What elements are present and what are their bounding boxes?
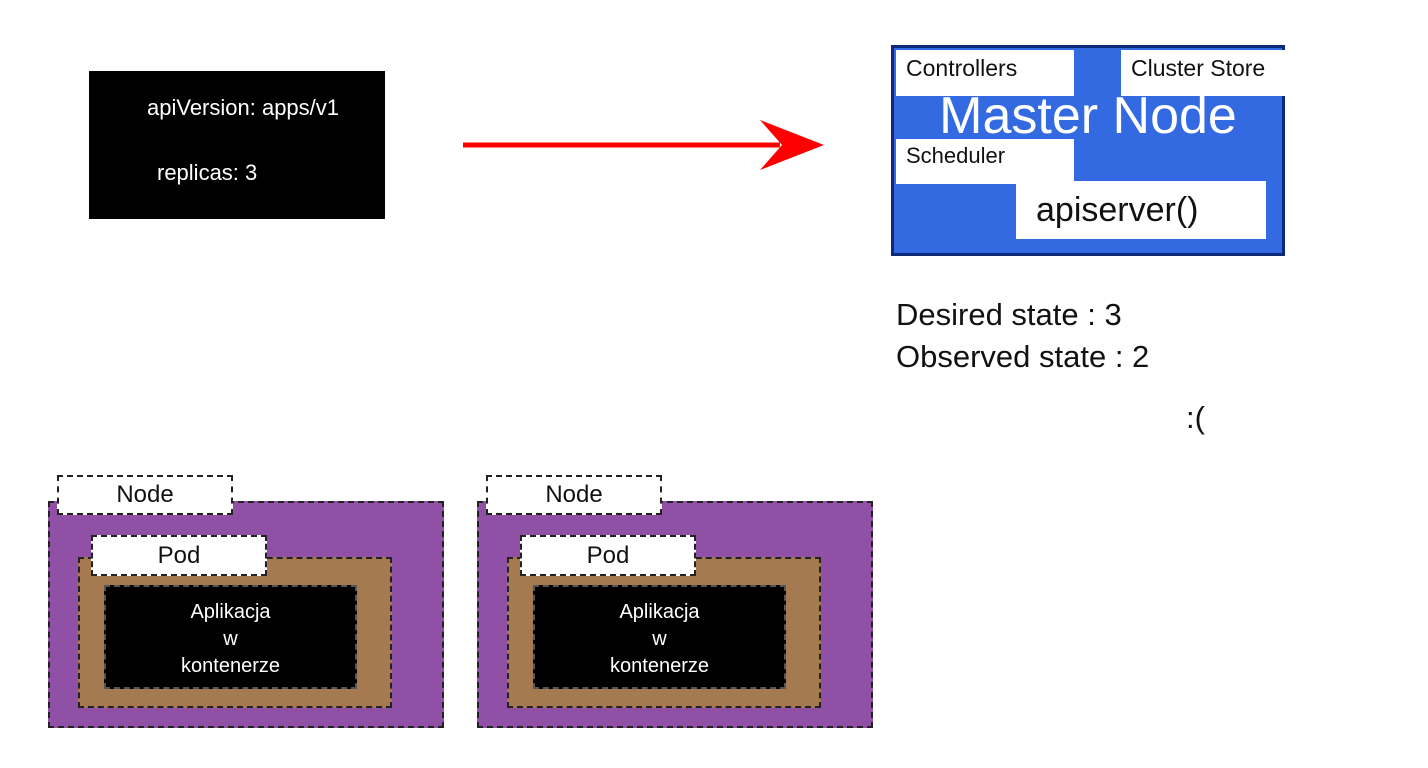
master-node-title: Master Node xyxy=(939,87,1237,145)
app-line-3: kontenerze xyxy=(181,655,280,677)
app-line-1: Aplikacja xyxy=(190,601,271,623)
arrow-head xyxy=(760,120,824,170)
observed-state: Observed state : 2 xyxy=(896,339,1150,374)
pod-label: Pod xyxy=(520,535,696,576)
master-node: Controllers Cluster Store Master Node Sc… xyxy=(891,45,1301,256)
worker-node-1: Node Pod Aplikacja w kontenerze xyxy=(48,475,444,728)
app-container: Aplikacja w kontenerze xyxy=(104,585,357,689)
manifest-box: apiVersion: apps/v1 replicas: 3 xyxy=(89,71,385,219)
replicas-text: replicas: 3 xyxy=(157,160,258,185)
node-label: Node xyxy=(486,475,662,515)
app-line-2: w xyxy=(223,628,238,650)
app-line-3: kontenerze xyxy=(610,655,709,677)
api-version-text: apiVersion: apps/v1 xyxy=(147,95,340,120)
desired-state: Desired state : 3 xyxy=(896,297,1122,332)
app-line-1: Aplikacja xyxy=(619,601,700,623)
worker-node-2: Node Pod Aplikacja w kontenerze xyxy=(477,475,873,728)
scheduler-label: Scheduler xyxy=(896,139,1074,184)
sad-emoticon: :( xyxy=(1186,400,1205,435)
node-label: Node xyxy=(57,475,233,515)
app-container: Aplikacja w kontenerze xyxy=(533,585,786,689)
arrow-to-master xyxy=(463,120,824,170)
controllers-label: Controllers xyxy=(896,50,1074,96)
apiserver-label: apiserver() xyxy=(1016,181,1266,239)
app-line-2: w xyxy=(652,628,667,650)
cluster-store-label: Cluster Store xyxy=(1121,50,1301,96)
pod-label: Pod xyxy=(91,535,267,576)
